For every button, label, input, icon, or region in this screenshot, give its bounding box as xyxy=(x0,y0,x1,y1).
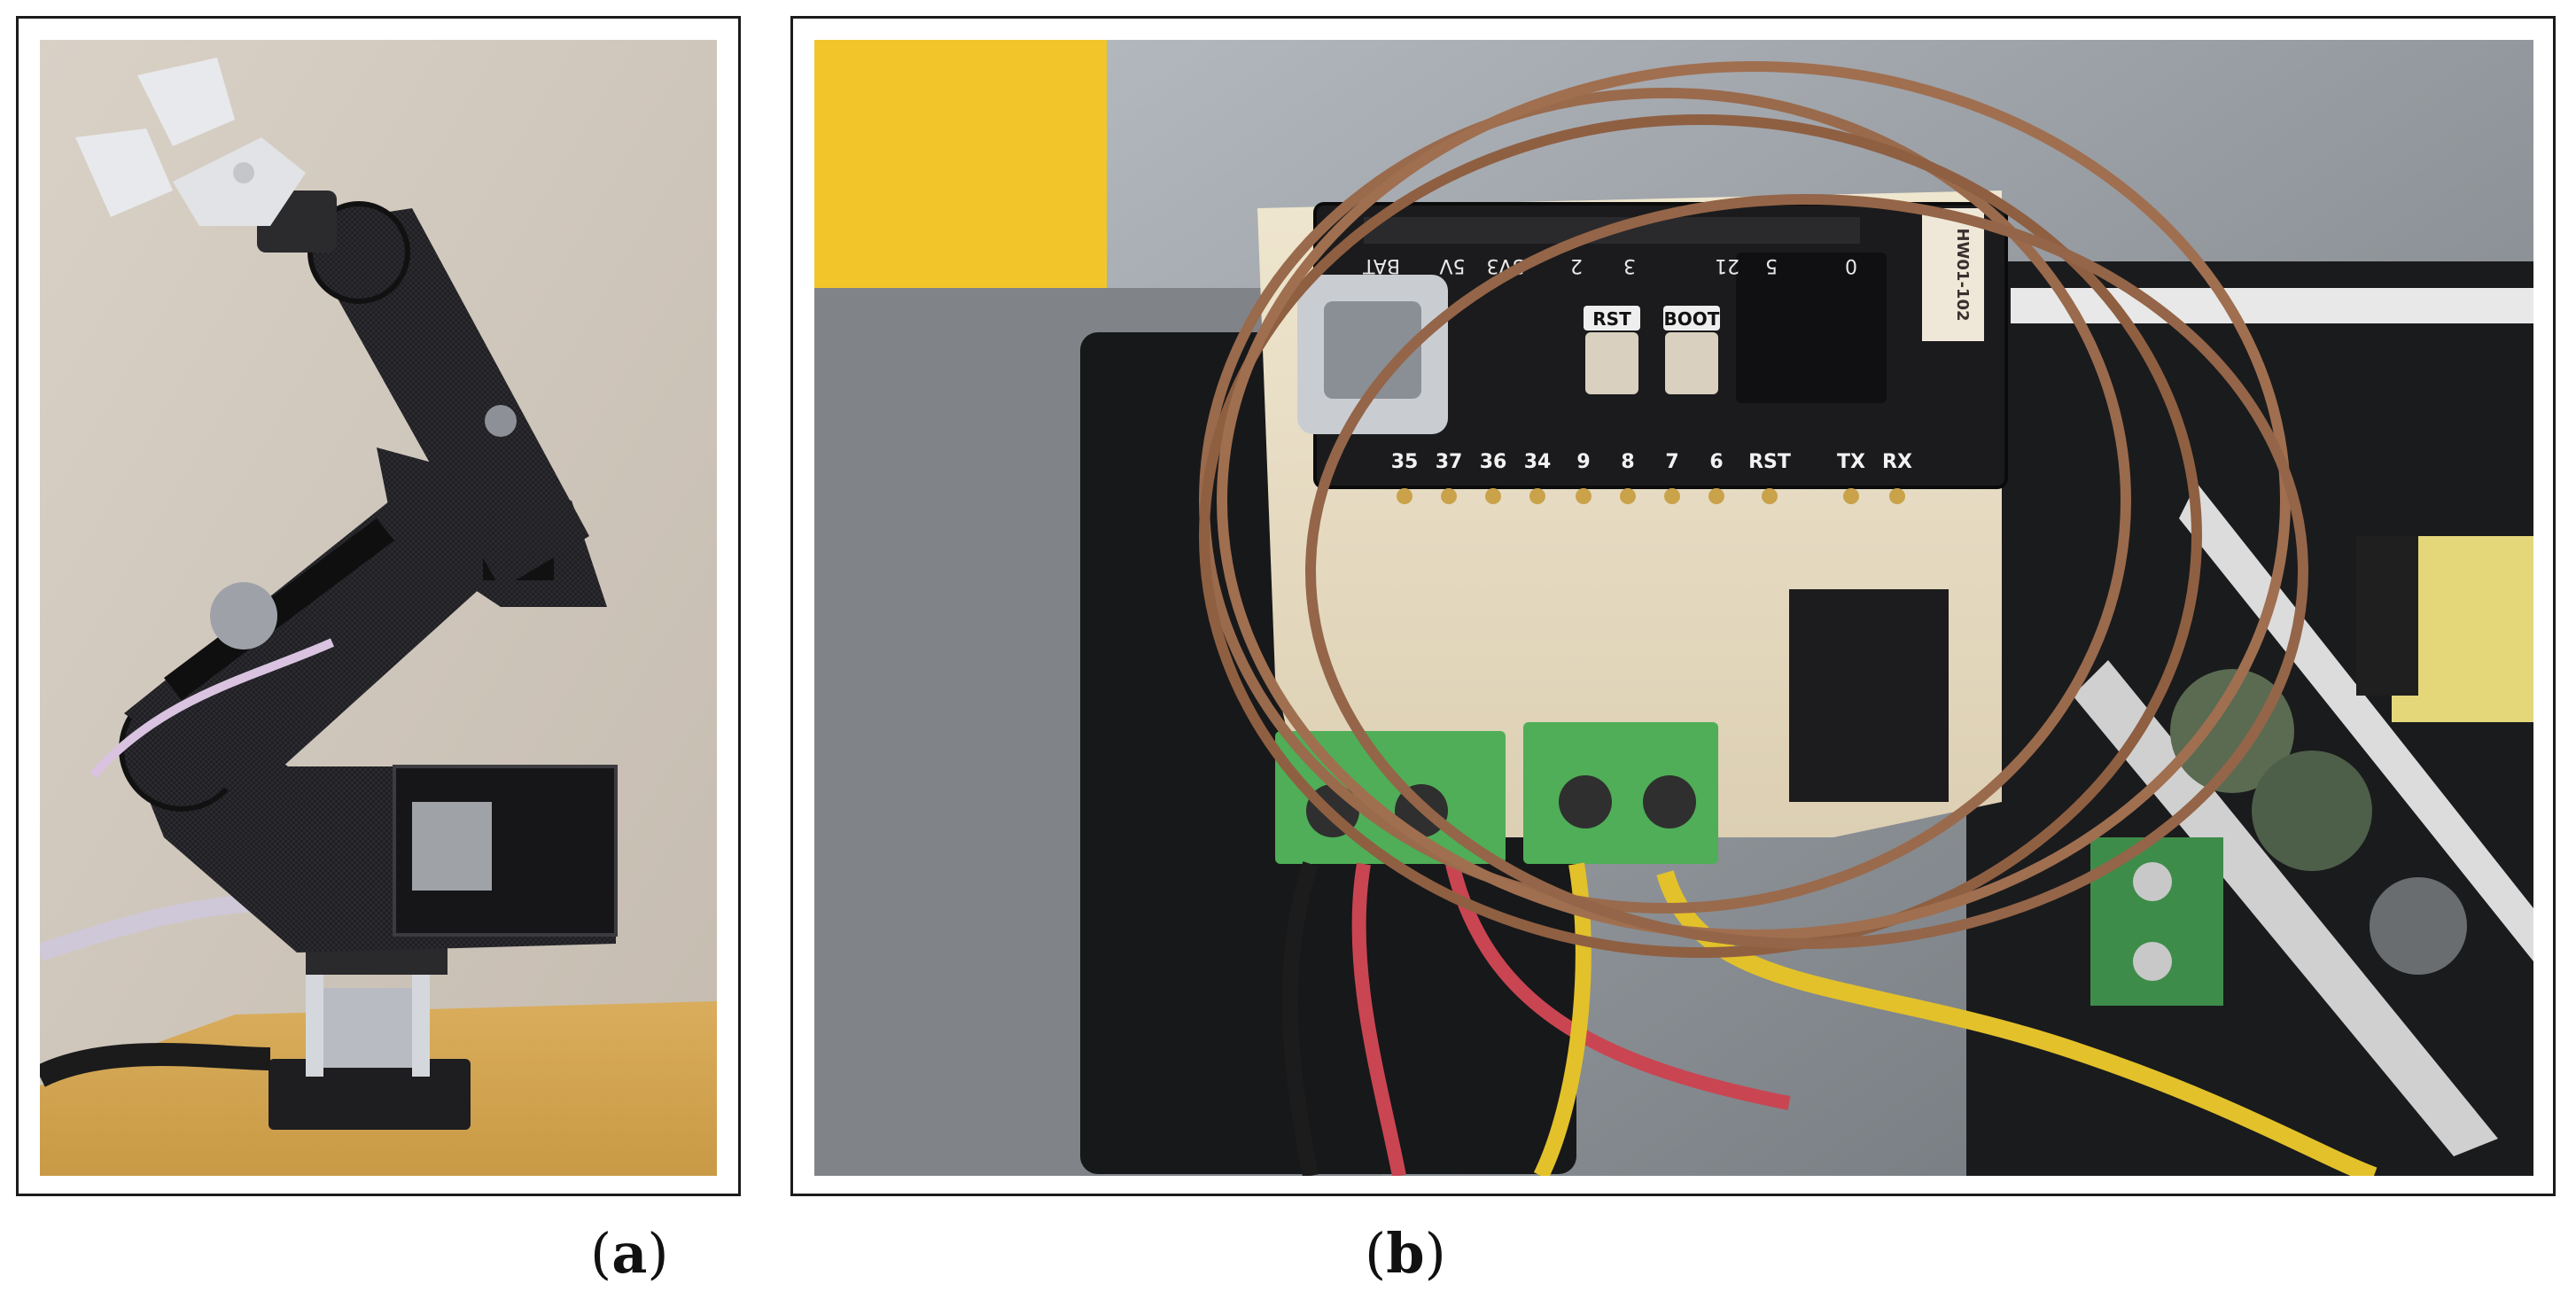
pin-label-7: 7 xyxy=(1665,451,1678,473)
caption-a: (a) xyxy=(590,1221,669,1286)
pin-label-21: 21 xyxy=(1715,254,1739,276)
pin-label-6: 6 xyxy=(1709,451,1723,473)
caption-a-close: ) xyxy=(647,1221,669,1286)
caption-a-letter: a xyxy=(611,1221,648,1286)
panel-a xyxy=(16,16,741,1196)
pin-label-8: 8 xyxy=(1621,451,1634,473)
pin-label-35: 35 xyxy=(1391,451,1419,473)
board-side-label: HW01-102 xyxy=(1953,228,1972,321)
caption-b-close: ) xyxy=(1424,1221,1446,1286)
robot-arm-photo xyxy=(40,40,717,1176)
pin-label-9: 9 xyxy=(1576,451,1590,473)
button-label-rst: RST xyxy=(1592,308,1631,330)
pin-label-2: 2 xyxy=(1570,254,1583,276)
pin-label-bat: BAT xyxy=(1363,254,1400,276)
electronics-photo: RST BOOT HW01-102 BAT 5V 3V3 2 3 21 5 0 … xyxy=(814,40,2533,1176)
button-label-boot: BOOT xyxy=(1664,308,1720,330)
robot-arm-illustration xyxy=(40,40,717,1176)
pin-label-5: 5 xyxy=(1765,254,1778,276)
pin-label-3: 3 xyxy=(1623,254,1636,276)
pin-label-37: 37 xyxy=(1436,451,1463,473)
panel-b: RST BOOT HW01-102 BAT 5V 3V3 2 3 21 5 0 … xyxy=(790,16,2556,1196)
electronics-illustration: RST BOOT HW01-102 BAT 5V 3V3 2 3 21 5 0 … xyxy=(814,40,2533,1176)
pin-label-rst: RST xyxy=(1748,451,1791,473)
caption-b-letter: b xyxy=(1386,1221,1425,1286)
caption-a-open: ( xyxy=(590,1221,612,1286)
pin-label-0: 0 xyxy=(1845,254,1857,276)
pin-label-36: 36 xyxy=(1480,451,1507,473)
pin-label-rx: RX xyxy=(1882,451,1912,473)
pin-label-tx: TX xyxy=(1837,451,1865,473)
caption-b-open: ( xyxy=(1365,1221,1387,1286)
pin-label-5v: 5V xyxy=(1439,254,1465,276)
caption-b: (b) xyxy=(1365,1221,1446,1286)
pin-label-34: 34 xyxy=(1524,451,1552,473)
bottom-pin-row: 35 37 36 34 9 8 7 6 RST TX RX xyxy=(1391,451,1912,504)
